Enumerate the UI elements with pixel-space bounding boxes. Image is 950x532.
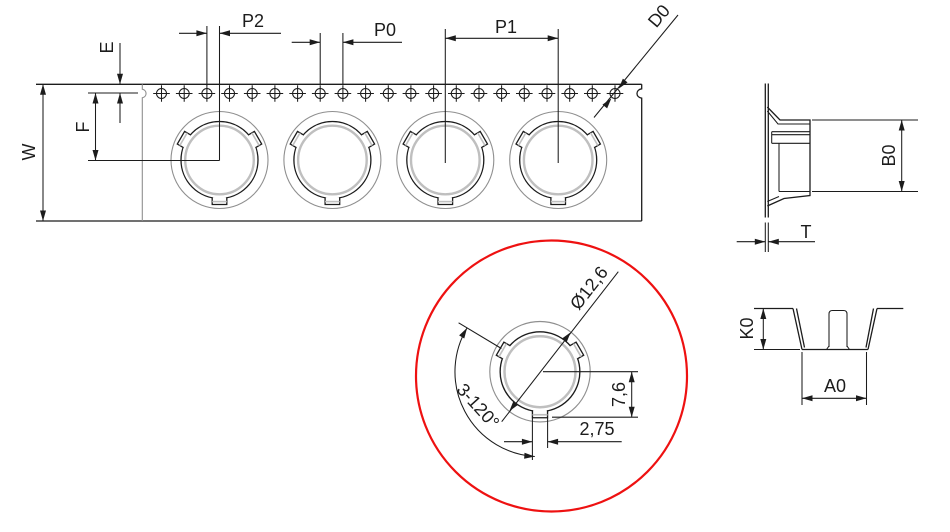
sprocket-hole (152, 84, 171, 103)
sprocket-hole (470, 84, 488, 103)
arrowhead (754, 238, 766, 245)
dim-label-w: W (19, 144, 39, 161)
dimension-f: F (73, 92, 220, 162)
component-pocket (282, 110, 383, 210)
dimension-p0: P0 (291, 20, 402, 85)
tape-top-view: W E F P2 (19, 1, 679, 222)
dim-label-a0: A0 (824, 376, 846, 396)
dimension-center-to-notch: 7,6 (543, 371, 638, 418)
arrowhead (445, 35, 456, 42)
pocket-side-section-view: B0 T (736, 83, 918, 252)
tape-cut-edge-left (141, 84, 147, 221)
arrowhead (628, 406, 635, 418)
front-section-outline (754, 307, 904, 351)
sprocket-hole (560, 84, 579, 103)
dimension-d0: D0 (593, 1, 679, 118)
dim-label-b0: B0 (879, 144, 899, 166)
dim-label-p0: P0 (374, 20, 396, 40)
arrowhead (760, 308, 767, 319)
sprocket-hole (243, 84, 262, 103)
arrowhead (628, 371, 635, 383)
dim-label-d0: D0 (644, 1, 674, 31)
dim-label-center-to-notch: 7,6 (609, 382, 629, 407)
arrowhead (40, 210, 46, 221)
arrowhead (547, 438, 559, 445)
sprocket-hole (538, 84, 556, 103)
arrowhead (898, 181, 905, 192)
arrowhead (92, 150, 99, 161)
sprocket-hole (515, 84, 534, 103)
tape-outline (36, 83, 643, 222)
dimension-p2: P2 (179, 11, 281, 161)
dim-label-notch-pattern: 3-120° (453, 380, 503, 433)
sprocket-hole (311, 84, 330, 103)
dimension-notch-width: 2,75 (504, 417, 622, 460)
detail-boundary-circle (414, 239, 689, 513)
dim-label-e: E (97, 41, 117, 53)
sprocket-hole (175, 84, 194, 103)
dim-label-k0: K0 (737, 317, 757, 339)
dim-label-t: T (801, 222, 812, 242)
arrowhead (40, 84, 46, 95)
sprocket-hole (288, 84, 307, 103)
arrowhead (856, 395, 867, 402)
arrowhead (117, 93, 123, 104)
arrowhead (898, 120, 905, 131)
tape-cut-edge-right (636, 84, 643, 221)
sprocket-hole (334, 84, 352, 103)
arrowhead (196, 30, 207, 37)
dimension-t: T (736, 222, 815, 252)
dim-label-notch-width: 2,75 (579, 419, 614, 439)
sprocket-hole (198, 84, 216, 103)
sprocket-hole (492, 84, 511, 103)
dim-label-f: F (73, 122, 93, 133)
arrowhead (92, 93, 99, 104)
dimension-b0: B0 (812, 119, 918, 193)
sprocket-hole (379, 84, 398, 103)
dimension-p1: P1 (444, 17, 559, 163)
sprocket-hole (220, 84, 239, 103)
arrowhead (768, 238, 779, 245)
sprocket-hole (583, 84, 602, 103)
dimension-k0: K0 (737, 308, 800, 351)
arrowhead (219, 30, 230, 37)
dim-label-p2: P2 (242, 11, 264, 31)
sprocket-hole (424, 84, 443, 103)
arrowhead (547, 35, 559, 42)
arrowhead (524, 452, 536, 460)
arrowhead (802, 395, 813, 402)
sprocket-hole (402, 84, 420, 103)
dimension-w: W (19, 84, 46, 221)
arrowhead (521, 438, 533, 445)
arrowhead (602, 96, 614, 109)
sprocket-hole (447, 84, 466, 103)
pocket-front-section-view: K0 A0 (737, 307, 904, 405)
arrowhead (342, 39, 354, 46)
component-pockets (169, 110, 608, 210)
sprocket-hole (356, 84, 375, 103)
arrowhead (309, 39, 321, 46)
dimension-e: E (97, 41, 123, 123)
dimension-a0: A0 (801, 352, 868, 405)
sprocket-hole (266, 84, 284, 103)
arrowhead (117, 73, 123, 85)
arrowhead (760, 339, 767, 350)
dim-label-p1: P1 (495, 17, 517, 37)
side-section-outline (764, 83, 811, 218)
pocket-detail-view: Ø12,6 7,6 2,75 3-120° (414, 239, 689, 513)
sprocket-holes (152, 84, 624, 103)
